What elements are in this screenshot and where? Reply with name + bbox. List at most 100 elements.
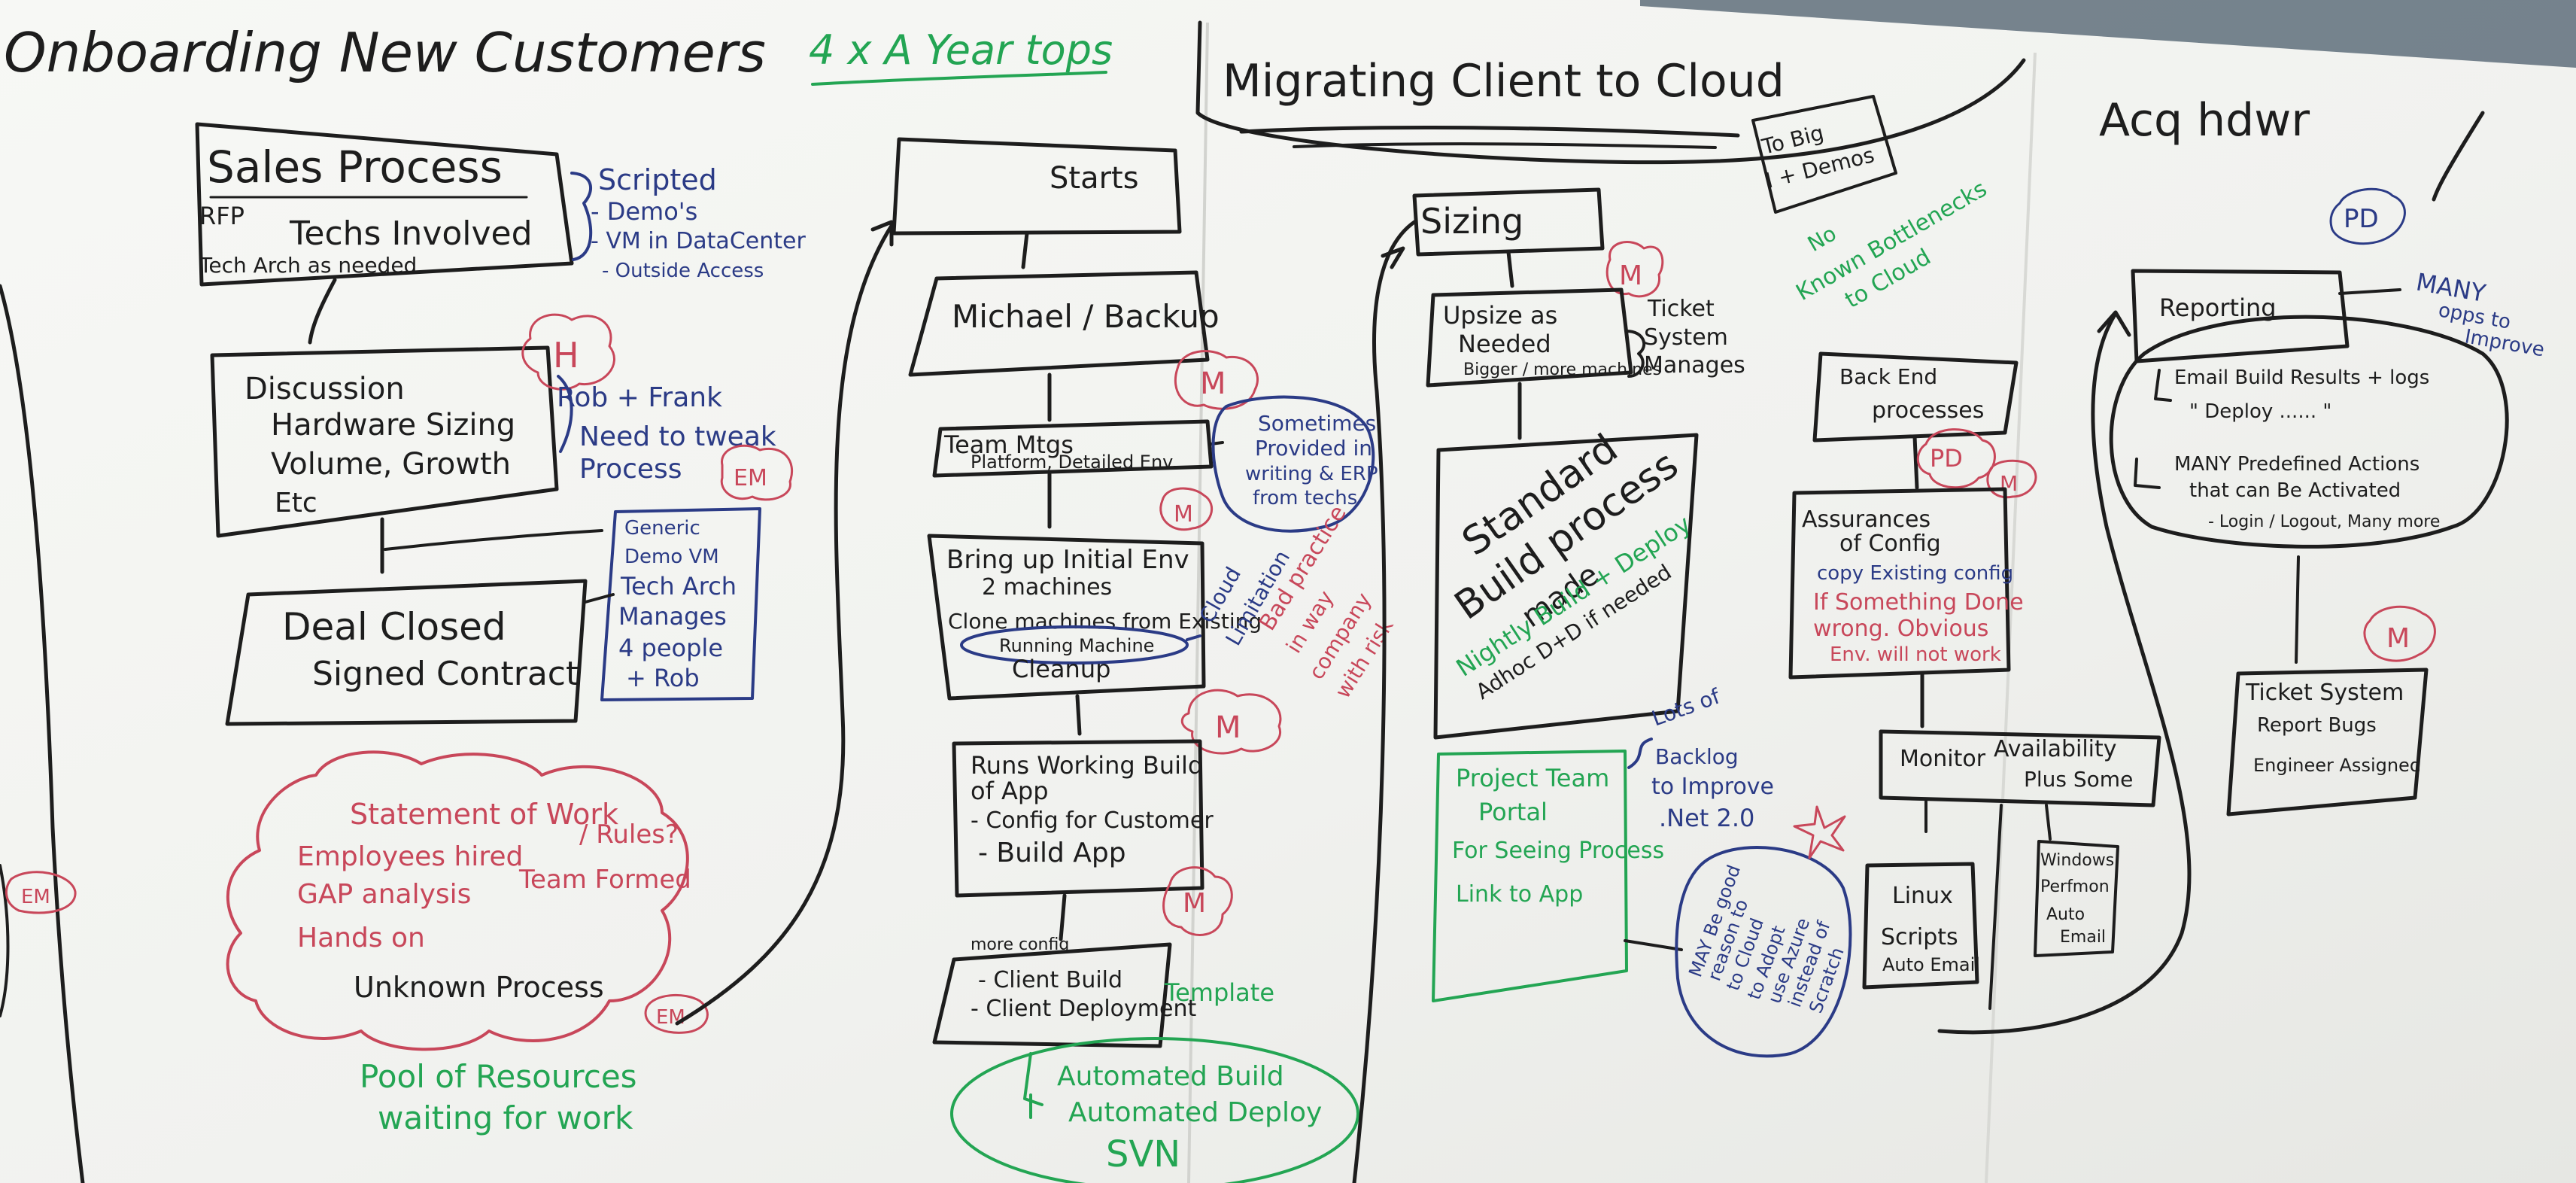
disc-4: Etc (275, 488, 317, 519)
lots-2: Backlog (1655, 744, 1739, 769)
title-migrating: Migrating Client to Cloud (1223, 55, 1785, 108)
windows-box (2034, 840, 2119, 957)
bring-2: 2 machines (982, 574, 1112, 601)
email-2: " Deploy ...... " (2189, 400, 2331, 423)
email-bracket-1 (2154, 369, 2172, 402)
connector-sales-disc (308, 278, 337, 345)
generic-1: Generic (624, 517, 700, 540)
standard-build-box (1433, 433, 1699, 740)
scripted-1: Scripted (598, 163, 717, 196)
win-4: Email (2060, 928, 2106, 947)
arrowhead-starts (870, 220, 894, 247)
lots-3: to Improve (1651, 774, 1774, 800)
win-2: Perfmon (2040, 877, 2110, 896)
client-2: - Client Deployment (971, 996, 1196, 1022)
conn-bring-runs (1075, 694, 1082, 736)
bring-3: Clone machines from Existing (948, 609, 1262, 634)
sow-6: Team Formed (518, 865, 691, 895)
sales-rfp: RFP (199, 202, 245, 230)
conn-sizing-upsize (1506, 250, 1514, 288)
m-tag-7: M (2363, 605, 2436, 662)
pool-2: waiting for work (378, 1099, 633, 1136)
svg-text:M: M (2000, 471, 2018, 496)
divider-line-2 (1352, 220, 1417, 1183)
ticket-3: Manages (1644, 352, 1745, 379)
em-tag-1: EM (720, 444, 794, 501)
m-tag-1: M (1174, 350, 1259, 410)
michael-label: Michael / Backup (952, 298, 1220, 335)
conn-email-tix (2295, 555, 2300, 664)
disc-1: Discussion (245, 372, 405, 406)
svg-text:EM: EM (734, 465, 767, 491)
linux-3: Auto Email (1882, 954, 1980, 975)
oval-to-cloud (1186, 634, 1201, 641)
sales-process-box (195, 122, 574, 287)
discussion-box (210, 345, 559, 538)
svg-text:PD: PD (2344, 204, 2379, 234)
assur-3: copy Existing config (1817, 562, 2013, 585)
ptp-2: Portal (1478, 798, 1548, 826)
monitor-2: Availability (1994, 736, 2117, 762)
sow-cloud (226, 750, 689, 1051)
reporting-to-many (2338, 288, 2401, 295)
board-seam-1 (1187, 22, 1209, 1183)
michael-box (908, 270, 1210, 377)
svn-oval (950, 1037, 1359, 1183)
win-3: Auto (2046, 905, 2085, 924)
upsize-1: Upsize as (1443, 301, 1557, 330)
m-tag-2: M (1159, 487, 1214, 531)
svg-text:M: M (1200, 366, 1226, 401)
upsize-box (1426, 287, 1633, 388)
client-1: - Client Build (978, 967, 1122, 993)
monitor-1: Monitor (1900, 746, 1986, 772)
scripted-3: - VM in DataCenter (591, 228, 806, 254)
scripted-4: - Outside Access (602, 260, 764, 282)
m-tag-4: M (1162, 866, 1233, 936)
cloud-1: Sometimes (1258, 411, 1376, 436)
left-edge-mark (0, 864, 10, 1017)
em-tag-left: EM (5, 871, 77, 914)
wall-strip (1640, 0, 2576, 68)
generic-2: Demo VM (624, 546, 719, 568)
client-build-box (932, 942, 1172, 1048)
runs-4: - Build App (978, 838, 1126, 868)
email-oval (2109, 315, 2509, 549)
sow-1: Statement of Work (350, 798, 618, 831)
conn-starts-michael (1021, 231, 1029, 269)
linux-box (1862, 862, 1979, 990)
to-big-box (1751, 95, 1897, 214)
sow-4: GAP analysis (297, 879, 471, 910)
tix-2: Report Bugs (2257, 714, 2377, 737)
sow-7: Unknown Process (354, 971, 604, 1004)
backend-box (1812, 351, 2019, 442)
deal-2: Signed Contract (312, 655, 579, 693)
bring-4: Running Machine (999, 635, 1154, 656)
h-tag: H (521, 313, 615, 391)
auto-bracket (1023, 1052, 1043, 1106)
email-1: Email Build Results + logs (2174, 366, 2429, 389)
m-tag-3: M (1180, 689, 1282, 755)
sales-techs: Techs Involved (289, 214, 533, 253)
generic-6: + Rob (626, 664, 700, 692)
sow-3: Employees hired (297, 841, 523, 872)
generic-3: Tech Arch (620, 572, 737, 601)
cloud-3: writing & ERP (1245, 463, 1378, 485)
svg-text:M: M (1619, 260, 1642, 291)
cloud-4: from techs (1253, 487, 1357, 509)
sow-2: / Rules? (579, 820, 679, 850)
email-bracket-2 (2134, 458, 2161, 489)
rob-frank-3: Process (579, 454, 682, 485)
lots-4: .Net 2.0 (1659, 804, 1754, 832)
star-mark (1793, 805, 1846, 859)
template-label: Template (1164, 978, 1274, 1007)
team-1: Team Mtgs (943, 430, 1074, 459)
em-tag-2: EM (644, 993, 709, 1034)
assurances-box (1788, 487, 2011, 680)
long-arrow-to-starts (675, 224, 894, 1026)
may-be-oval (1675, 846, 1852, 1058)
auto-1: Automated Build (1057, 1061, 1284, 1092)
arrow-to-sizing (1381, 246, 1405, 269)
email-3: MANY Predefined Actions (2174, 453, 2420, 476)
bring-1: Bring up Initial Env (946, 545, 1189, 575)
disc-2: Hardware Sizing (271, 408, 515, 442)
